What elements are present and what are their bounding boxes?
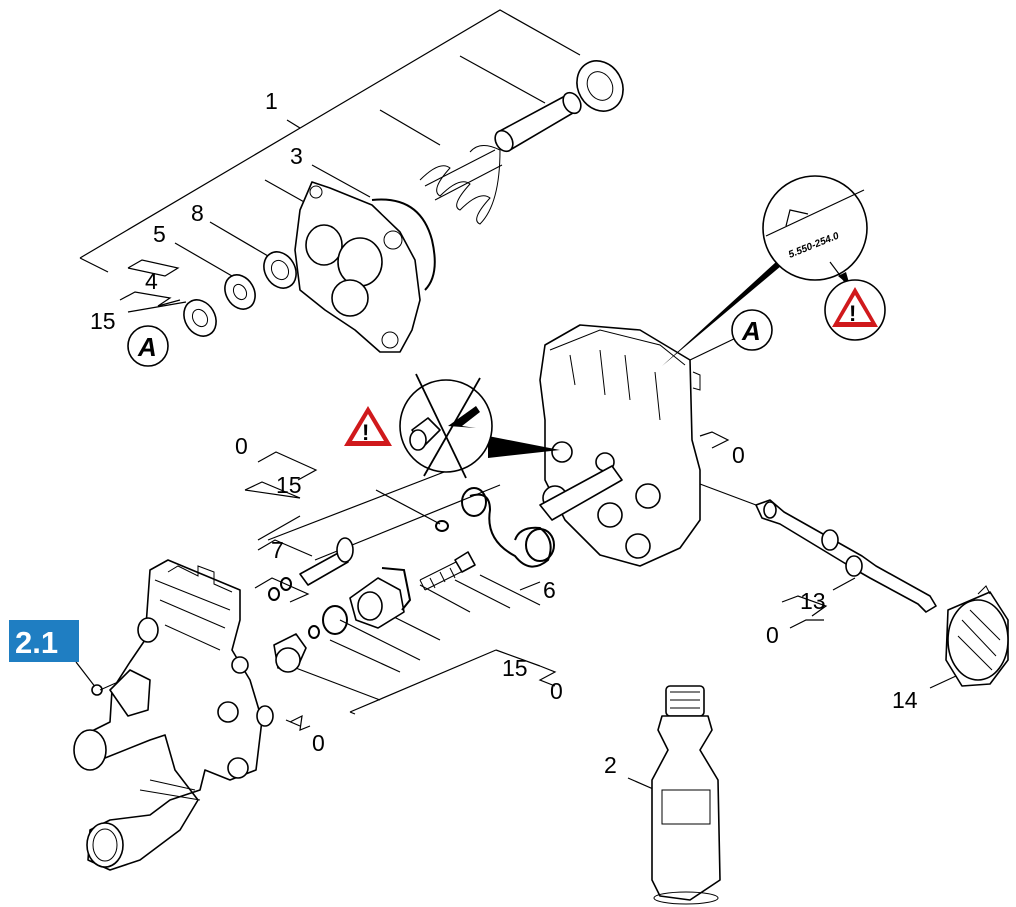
knob-14 (945, 585, 1009, 687)
marker-a-right-text: A (741, 316, 761, 346)
warning-icon-left: ! (344, 406, 392, 446)
label-0-b: 0 (732, 442, 745, 468)
label-4: 4 (145, 268, 158, 294)
label-5: 5 (153, 221, 166, 247)
valve-insert (349, 567, 412, 629)
seal-8 (263, 251, 297, 289)
seal-15 (183, 299, 217, 337)
label-15-low: 15 (502, 655, 528, 681)
label-8: 8 (191, 200, 204, 226)
section-tag-text: 2.1 (15, 625, 58, 660)
label-14: 14 (892, 687, 918, 713)
magnifier-callout: 5.550-254.0 (662, 175, 868, 366)
label-3: 3 (290, 143, 303, 169)
label-0-d: 0 (550, 678, 563, 704)
leader-lines (75, 9, 957, 793)
warning-icon-right: ! (824, 279, 886, 341)
pump-inlet-housing (73, 559, 274, 871)
valve-guide-ring (576, 60, 624, 112)
o-ring-large (371, 198, 436, 291)
piston-rod (494, 91, 582, 153)
part-labels: 1 3 8 5 4 15 0 15 7 6 0 13 0 14 15 0 0 2 (90, 88, 918, 778)
label-2: 2 (604, 752, 617, 778)
reference-marker-a-left: A (127, 325, 169, 367)
o-ring-loop-6 (461, 487, 555, 568)
label-7: 7 (271, 537, 284, 563)
label-15-mid: 15 (276, 472, 302, 498)
oil-bottle-2 (651, 685, 721, 905)
label-0-c: 0 (766, 622, 779, 648)
spring (419, 145, 503, 225)
section-tag-2-1: 2.1 (9, 620, 79, 662)
crossed-out-valve-callout (399, 373, 560, 479)
label-15-top: 15 (90, 308, 116, 334)
reference-marker-a-right: A (731, 309, 773, 351)
valve-7 (268, 537, 354, 601)
warning-left-text: ! (362, 420, 369, 445)
label-0-e: 0 (312, 730, 325, 756)
label-0-a: 0 (235, 433, 248, 459)
label-6: 6 (543, 577, 556, 603)
label-1: 1 (265, 88, 278, 114)
plug-screw (273, 633, 307, 673)
ring-5 (224, 274, 256, 310)
marker-a-left-text: A (137, 332, 157, 362)
o-ring-small-1 (435, 520, 449, 532)
warning-right-text: ! (849, 301, 856, 326)
spring-small (419, 551, 476, 591)
pump-cover-plate (294, 181, 421, 353)
label-13: 13 (800, 588, 826, 614)
o-rings-lower (308, 605, 348, 639)
pump-head-housing (539, 324, 701, 567)
lance-tube-13 (699, 483, 937, 613)
